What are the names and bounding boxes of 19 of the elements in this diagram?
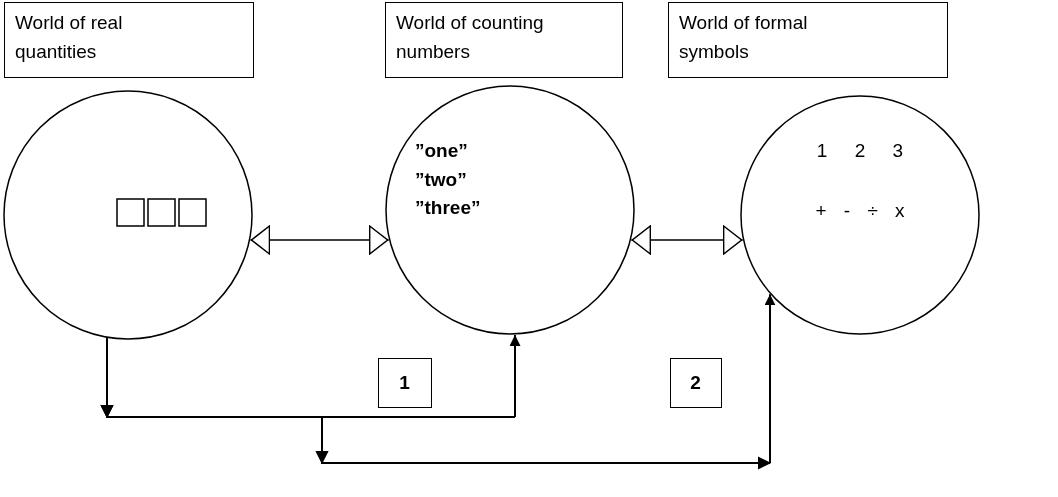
heading-box <box>385 2 623 78</box>
number-box <box>670 358 722 408</box>
heading-text: World of real quantities <box>15 11 124 64</box>
number-label: 2 <box>689 371 702 395</box>
circle <box>3 90 253 340</box>
connector-arrow <box>101 293 776 470</box>
double-arrow <box>630 225 744 255</box>
circle-text: ”one” ”two” ”three” <box>415 139 482 220</box>
circle <box>740 95 980 335</box>
heading-text: World of counting numbers <box>396 11 545 64</box>
number-label: 1 <box>398 371 411 395</box>
heading-box <box>4 2 254 78</box>
circle <box>385 85 635 335</box>
double-arrow <box>249 225 390 255</box>
heading-text: World of formal symbols <box>679 11 809 64</box>
symbol-row-text: + - ÷ x <box>814 199 906 223</box>
number-box <box>378 358 432 408</box>
symbol-row-text: 1 2 3 <box>815 139 905 163</box>
heading-box <box>668 2 948 78</box>
